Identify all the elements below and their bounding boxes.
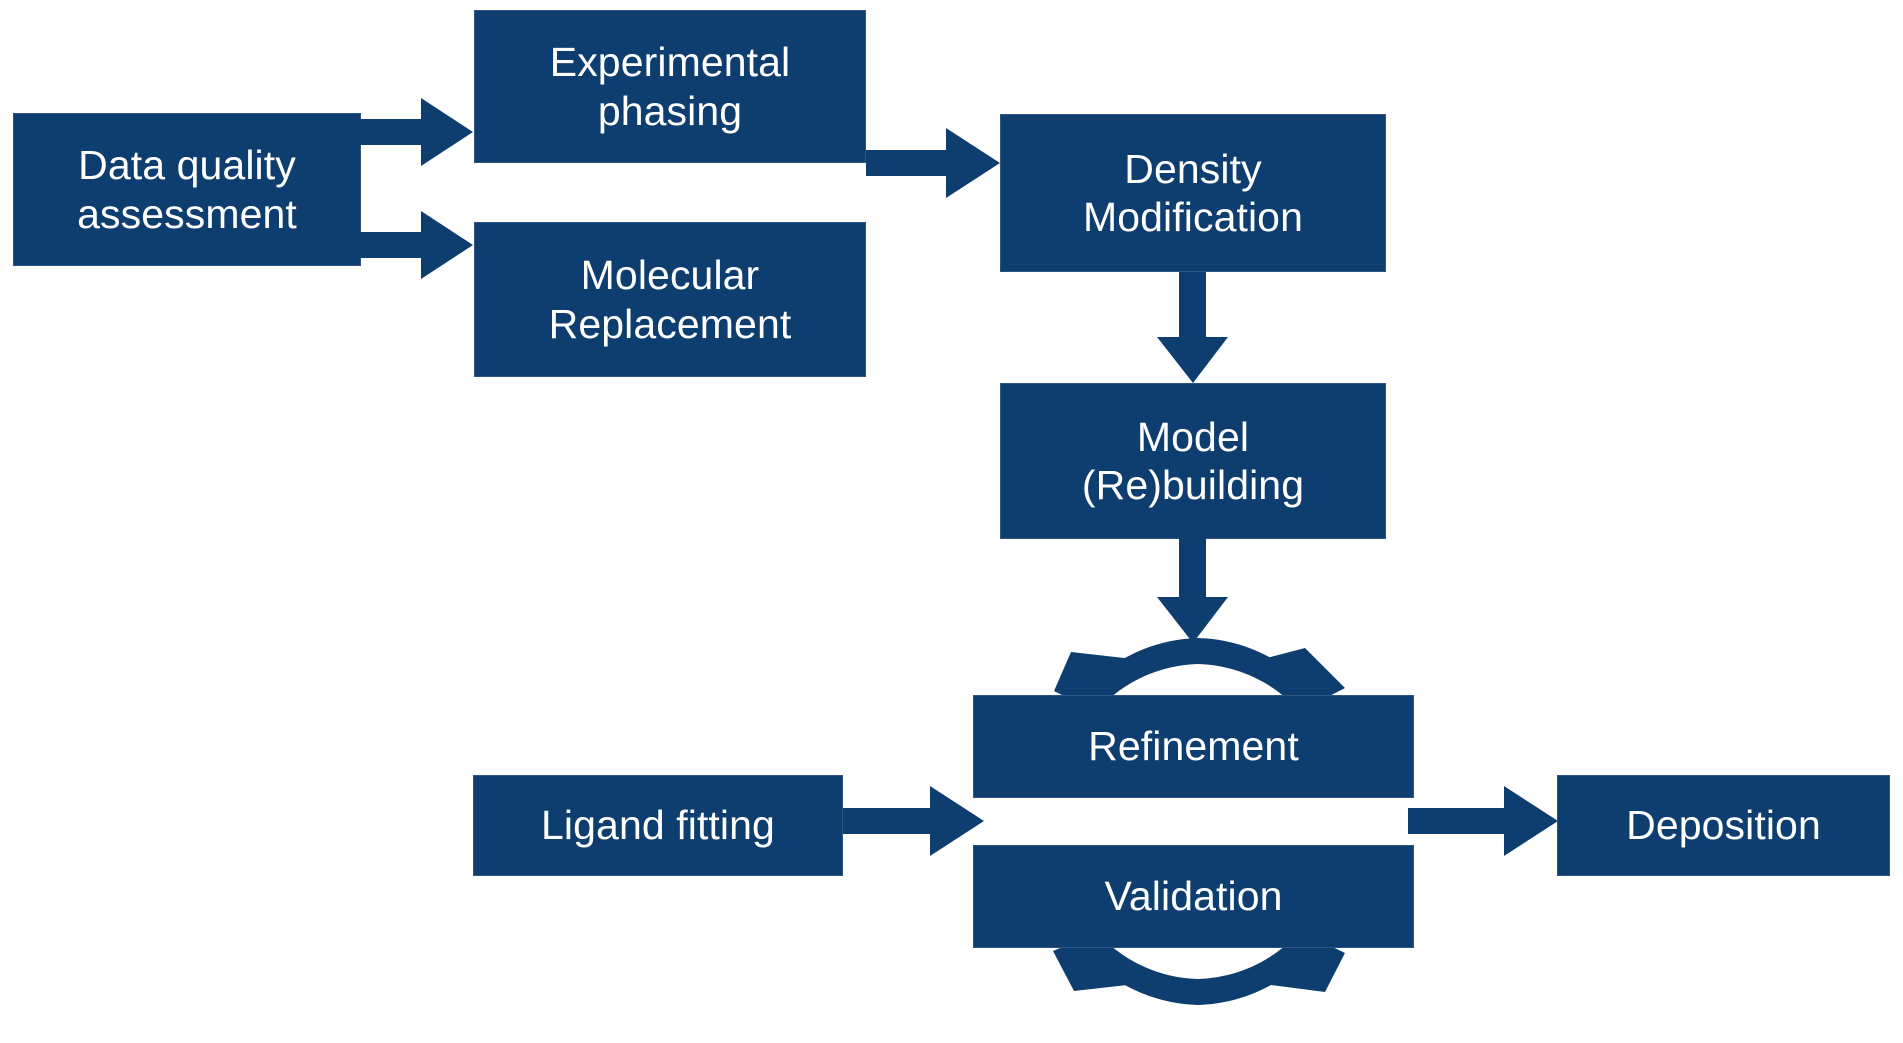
cycle-arrowhead-bottom-right [1263, 926, 1345, 992]
arrow-dataquality-to-phasing [360, 98, 473, 166]
node-label: Refinement [1088, 723, 1299, 770]
node-validation[interactable]: Validation [973, 845, 1414, 948]
node-model-rebuilding[interactable]: Model (Re)building [1000, 383, 1386, 539]
cycle-arrowhead-top-left [1054, 652, 1133, 718]
cycle-arrowhead-top-right [1263, 648, 1345, 716]
node-label: Validation [1104, 873, 1283, 920]
node-label: Density Modification [1083, 145, 1303, 240]
arrow-densitymod-to-model [1157, 272, 1228, 383]
node-label: Model (Re)building [1081, 413, 1305, 508]
arrow-phasing-to-densitymod [866, 128, 1000, 198]
node-experimental-phasing[interactable]: Experimental phasing [474, 10, 866, 163]
node-label: Ligand fitting [541, 802, 775, 849]
arrow-model-to-refinement [1157, 538, 1228, 643]
node-refinement[interactable]: Refinement [973, 695, 1414, 798]
node-data-quality-assessment[interactable]: Data quality assessment [13, 113, 361, 266]
node-label: Experimental phasing [549, 39, 791, 134]
arrow-dataquality-to-mr [360, 211, 473, 279]
arrow-ligandfitting-to-cycle [843, 786, 984, 856]
node-label: Deposition [1626, 802, 1821, 849]
cycle-arc-top [1038, 638, 1358, 796]
node-density-modification[interactable]: Density Modification [1000, 114, 1386, 272]
cycle-arc-bottom [1038, 847, 1358, 1005]
node-deposition[interactable]: Deposition [1557, 775, 1890, 876]
node-label: Molecular Replacement [548, 252, 792, 347]
node-molecular-replacement[interactable]: Molecular Replacement [474, 222, 866, 377]
node-label: Data quality assessment [77, 142, 297, 237]
node-ligand-fitting[interactable]: Ligand fitting [473, 775, 843, 876]
arrow-cycle-to-deposition [1408, 786, 1558, 856]
